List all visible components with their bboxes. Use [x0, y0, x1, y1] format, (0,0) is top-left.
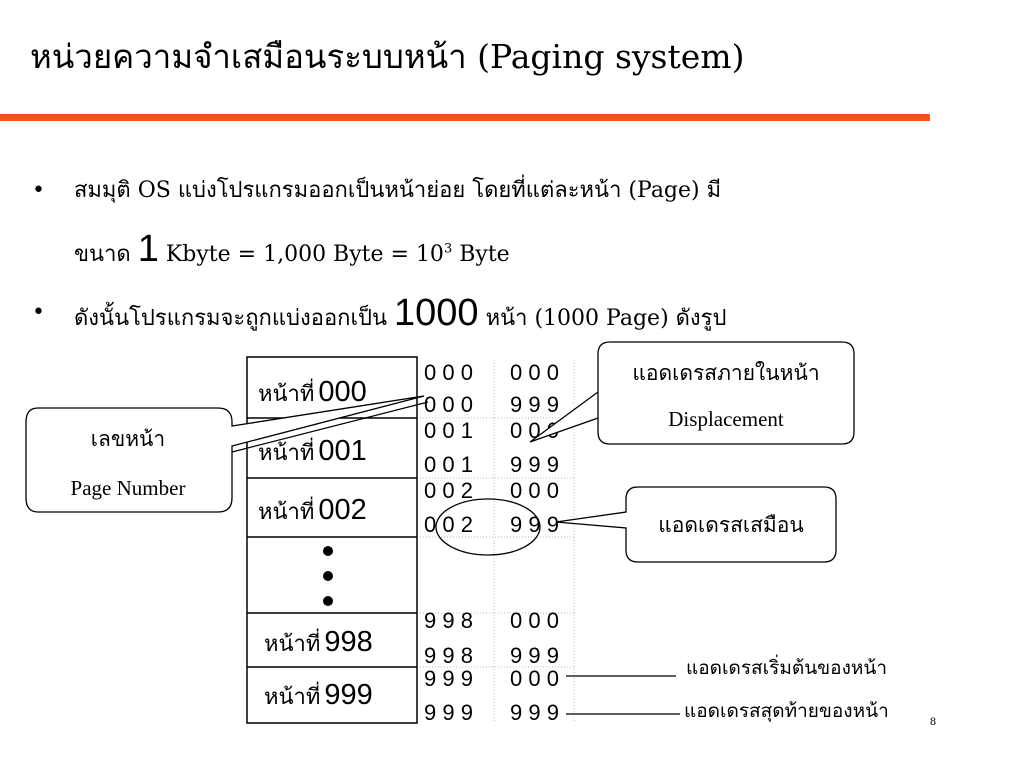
page-prefix: หน้าที่ [264, 628, 320, 656]
page-end-displacement: 9 9 9 [510, 512, 559, 537]
ellipsis-dot [323, 546, 333, 556]
page-start-displacement: 0 0 0 [510, 666, 559, 691]
title-underline [0, 114, 930, 121]
bullet-1-exponent: 3 [443, 241, 453, 257]
callout-displacement: แอดเดรสภายในหน้า Displacement [529, 341, 855, 445]
page-start-displacement: 0 0 0 [510, 478, 559, 503]
page-start-address: 9 9 9 [424, 666, 473, 691]
callout-bubble [25, 395, 425, 513]
page-table [246, 356, 418, 724]
callout-virtual-address-text: แอดเดรสเสมือน [658, 513, 804, 537]
page-end-displacement: 9 9 9 [510, 700, 559, 725]
page-number: 002 [318, 494, 366, 526]
label-page-end: แอดเดรสสุดท้ายของหน้า [684, 701, 889, 723]
bullet-dot: • [32, 300, 45, 325]
bullet-item-page-size: • สมมุติ OS แบ่งโปรแกรมออกเป็นหน้าย่อย โ… [32, 162, 932, 284]
bullet-list: • สมมุติ OS แบ่งโปรแกรมออกเป็นหน้าย่อย โ… [32, 162, 932, 348]
page-start-displacement: 0 0 0 [510, 360, 559, 385]
page-end-address: 9 9 9 [424, 700, 473, 725]
callout-virtual-address: แอดเดรสเสมือน [555, 486, 837, 563]
page-label-row: หน้าที่000 [258, 376, 367, 408]
page-prefix: หน้าที่ [258, 378, 314, 406]
callout-page-number: เลขหน้า Page Number [25, 395, 429, 513]
page-start-address: 0 0 0 [424, 360, 473, 385]
callout-page-number-line-1: เลขหน้า [91, 427, 165, 451]
page-end-displacement: 9 9 9 [510, 452, 559, 477]
bullet-2-text-2: หน้า (1000 Page) ดังรูป [485, 306, 727, 331]
bullet-1-text-1: สมมุติ OS แบ่งโปรแกรมออกเป็นหน้าย่อย โดย… [74, 178, 722, 203]
label-page-start: แอดเดรสเริ่มต้นของหน้า [686, 654, 887, 679]
callout-displacement-line-2: Displacement [668, 407, 784, 431]
callout-pointer [231, 401, 429, 453]
bullet-2-text-1: ดังนั้นโปรแกรมจะถูกแบ่งออกเป็น [74, 306, 388, 331]
page-number: 999 [324, 679, 372, 711]
virtual-address-highlight [435, 498, 541, 556]
page-label-row: หน้าที่001 [258, 435, 367, 467]
ellipsis-dot [323, 571, 333, 581]
page-label-row: หน้าที่999 [264, 679, 373, 711]
page-prefix: หน้าที่ [258, 437, 314, 465]
page-number: 000 [318, 376, 366, 408]
page-end-address: 0 0 1 [424, 452, 473, 477]
page-label-row: หน้าที่998 [264, 626, 373, 658]
page-end-address: 0 0 2 [424, 512, 473, 537]
bullet-1-text-3: Kbyte = 1,000 Byte = 10 [165, 242, 444, 267]
callout-bubble [529, 341, 855, 445]
page-number: 001 [318, 435, 366, 467]
bullet-1-big-number: 1 [137, 228, 159, 270]
address-values: 0 0 0 0 0 0 0 0 0 9 9 9 0 0 1 0 0 0 0 0 … [424, 360, 559, 725]
page-end-address: 9 9 8 [424, 643, 473, 668]
page-prefix: หน้าที่ [264, 681, 320, 709]
page-end-displacement: 9 9 9 [510, 392, 559, 417]
page-prefix: หน้าที่ [258, 496, 314, 524]
page-start-displacement: 0 0 0 [510, 608, 559, 633]
bullet-item-page-count: • ดังนั้นโปรแกรมจะถูกแบ่งออกเป็น 1000 หน… [32, 284, 932, 348]
slide-page-number: 8 [930, 714, 936, 728]
bullet-1-text-2: ขนาด [74, 242, 131, 267]
page-label-row: หน้าที่002 [258, 494, 367, 526]
page-end-displacement: 9 9 9 [510, 643, 559, 668]
bullet-dot: • [32, 178, 45, 203]
bullet-1-text-4: Byte [459, 242, 510, 267]
ellipsis-dot [323, 596, 333, 606]
callout-page-number-line-2: Page Number [71, 476, 186, 500]
bullet-2-big-number: 1000 [394, 292, 479, 334]
page-boundary-labels: แอดเดรสเริ่มต้นของหน้า แอดเดรสสุดท้ายของ… [566, 654, 889, 723]
page-number: 998 [324, 626, 372, 658]
omitted-pages-ellipsis [323, 546, 333, 606]
page-labels: หน้าที่000 หน้าที่001 หน้าที่002 หน้าที่… [258, 376, 373, 711]
page-table-border [246, 356, 418, 724]
callout-bubble [555, 486, 837, 563]
page-start-address: 9 9 8 [424, 608, 473, 633]
page-start-address: 0 0 1 [424, 418, 473, 443]
page-end-address: 0 0 0 [424, 392, 473, 417]
page-start-address: 0 0 2 [424, 478, 473, 503]
callout-displacement-line-1: แอดเดรสภายในหน้า [632, 361, 819, 385]
slide-title: หน่วยความจำเสมือนระบบหน้า (Paging system… [30, 37, 745, 76]
